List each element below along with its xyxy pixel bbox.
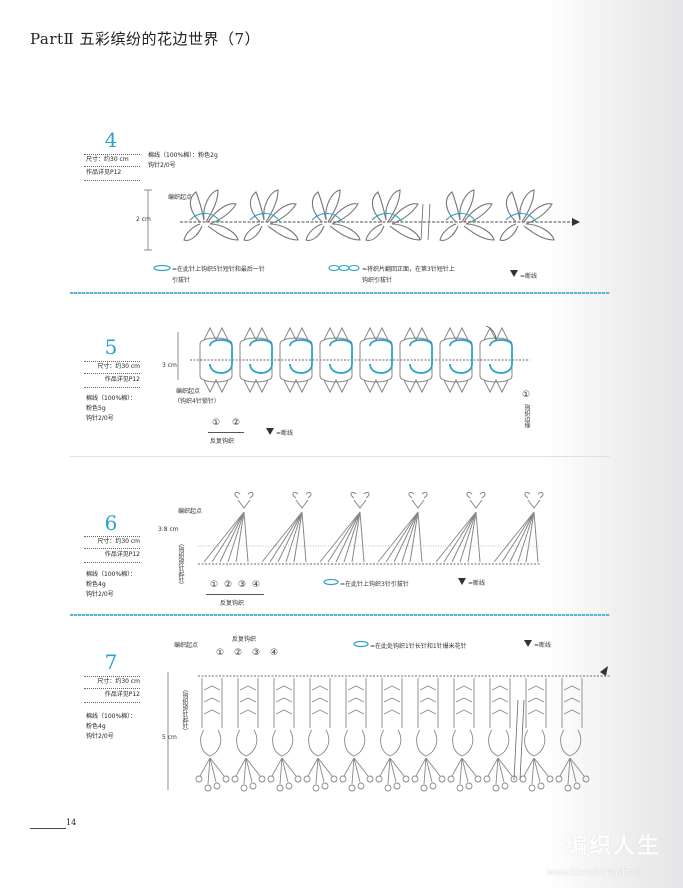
crochet-chart-7 (167, 666, 610, 792)
cut-yarn-icon (266, 428, 274, 435)
step-marker: ② (232, 418, 241, 428)
footer-rule (30, 828, 66, 829)
crochet-chart-6 (198, 491, 544, 565)
dotted-rule (84, 562, 140, 563)
materials: 棉线（100%棉）： 粉色4g 钩针2/0号 (86, 570, 136, 600)
material-line: 钩针2/0号 (86, 415, 114, 422)
legend-note: =将织片翻回正面，在第3针短针上 (362, 266, 455, 273)
material-line: 棉线（100%棉）： (86, 713, 137, 720)
material-line: 钩针2/0号 (148, 162, 176, 169)
pattern-number: 5 (104, 335, 118, 359)
dotted-rule (84, 361, 140, 362)
legend-note: =在此处钩织1针长针和1针爆米花针 (370, 643, 467, 650)
watermark-logo: 编织人生 (564, 834, 661, 859)
pattern-see-page: 作品详见P12 (104, 551, 140, 558)
section-divider (70, 614, 610, 616)
step-marker: ② (224, 580, 233, 590)
pattern-number: 7 (104, 650, 118, 674)
step-marker: ① (212, 418, 221, 428)
height-label: 2 cm (136, 216, 151, 223)
legend-note: 钩织引拔针 (362, 277, 393, 284)
side-label: （钩织锁针起针） (181, 686, 188, 734)
cut-yarn-icon (510, 270, 518, 277)
dotted-rule (84, 702, 140, 703)
start-sub-label: （钩织4针锁针） (174, 398, 220, 405)
section-divider (70, 292, 610, 294)
side-label: （钩织锁针起针） (177, 540, 184, 588)
materials: 棉线（100%棉）： 粉色4g 钩针2/0号 (86, 712, 136, 742)
material-line: 棉线（100%棉）：粉色2g (148, 152, 218, 159)
dotted-rule (84, 373, 140, 374)
pattern-size: 尺寸：约30 cm (97, 678, 140, 685)
step-marker: ③ (252, 648, 261, 658)
watermark-url: www.bianzhirensheng.com (546, 868, 667, 878)
page-number: 14 (66, 818, 77, 827)
step-marker: ④ (252, 580, 261, 590)
crochet-chart-4 (144, 189, 580, 251)
legend-note: 引拔针 (172, 277, 191, 284)
step-marker: ② (234, 648, 243, 658)
step-marker: ① (522, 390, 531, 400)
step-marker: ① (216, 648, 225, 658)
material-line: 粉色5g (86, 405, 106, 412)
stitch-key-icon (328, 264, 360, 272)
material-line: 粉色4g (86, 723, 106, 730)
section-divider (70, 456, 610, 457)
pattern-see-page: 作品详见P12 (104, 691, 140, 698)
materials: 棉线（100%棉）： 粉色5g 钩针2/0号 (86, 394, 136, 424)
dotted-rule (84, 166, 140, 167)
crochet-chart-5 (177, 325, 530, 394)
height-label: 5 cm (162, 734, 177, 741)
start-label: 编织起点 (168, 194, 193, 201)
start-label: 编织起点 (174, 642, 199, 649)
step-marker: ③ (238, 580, 247, 590)
legend-note: =断线 (534, 642, 552, 649)
stitch-key-icon (153, 264, 171, 272)
pattern-size: 尺寸：约30 cm (97, 363, 140, 370)
pattern-number: 6 (104, 511, 118, 535)
edge-label: 钩织边缘 (523, 404, 530, 428)
legend-note: =在此针上钩织5针短针和最后一针 (172, 266, 265, 273)
pattern-see-page: 作品详见P12 (86, 169, 122, 176)
legend-note: =断线 (468, 580, 486, 587)
cut-yarn-icon (458, 578, 466, 585)
dotted-rule (84, 387, 140, 388)
step-marker: ④ (270, 648, 279, 658)
material-line: 粉色4g (86, 581, 106, 588)
dotted-rule (84, 180, 140, 181)
dotted-rule (84, 548, 140, 549)
repeat-label: 反复钩织 (220, 600, 245, 607)
materials: 棉线（100%棉）：粉色2g 钩针2/0号 (148, 151, 218, 171)
height-label: 3.8 cm (158, 526, 179, 533)
material-line: 钩针2/0号 (86, 591, 114, 598)
pattern-see-page: 作品详见P12 (104, 376, 140, 383)
repeat-label: 反复钩织 (210, 438, 235, 445)
page-edge-shade (543, 0, 683, 888)
repeat-label: 反复钩织 (232, 636, 257, 643)
material-line: 棉线（100%棉）： (86, 395, 137, 402)
legend-note: =断线 (520, 273, 538, 280)
dotted-rule (84, 688, 140, 689)
stitch-key-icon (323, 578, 339, 586)
material-line: 棉线（100%棉）： (86, 571, 137, 578)
dotted-rule (84, 676, 140, 677)
step-marker: ① (210, 580, 219, 590)
dotted-rule (84, 536, 140, 537)
start-label: 编织起点 (176, 388, 201, 395)
pattern-size: 尺寸：约30 cm (86, 156, 129, 163)
material-line: 钩针2/0号 (86, 733, 114, 740)
legend-note: =在此针上钩织3针引拔针 (340, 581, 409, 588)
repeat-bracket (206, 594, 264, 595)
height-label: 3 cm (162, 362, 177, 369)
stitch-key-icon (353, 640, 369, 648)
dotted-rule (84, 154, 140, 155)
cut-yarn-icon (524, 640, 532, 647)
repeat-bracket (208, 432, 244, 433)
start-label: 编织起点 (178, 508, 203, 515)
pattern-size: 尺寸：约30 cm (97, 538, 140, 545)
legend-note: =断线 (276, 430, 294, 437)
page-title: PartⅡ 五彩缤纷的花边世界（7） (30, 30, 261, 48)
pattern-number: 4 (104, 128, 118, 152)
